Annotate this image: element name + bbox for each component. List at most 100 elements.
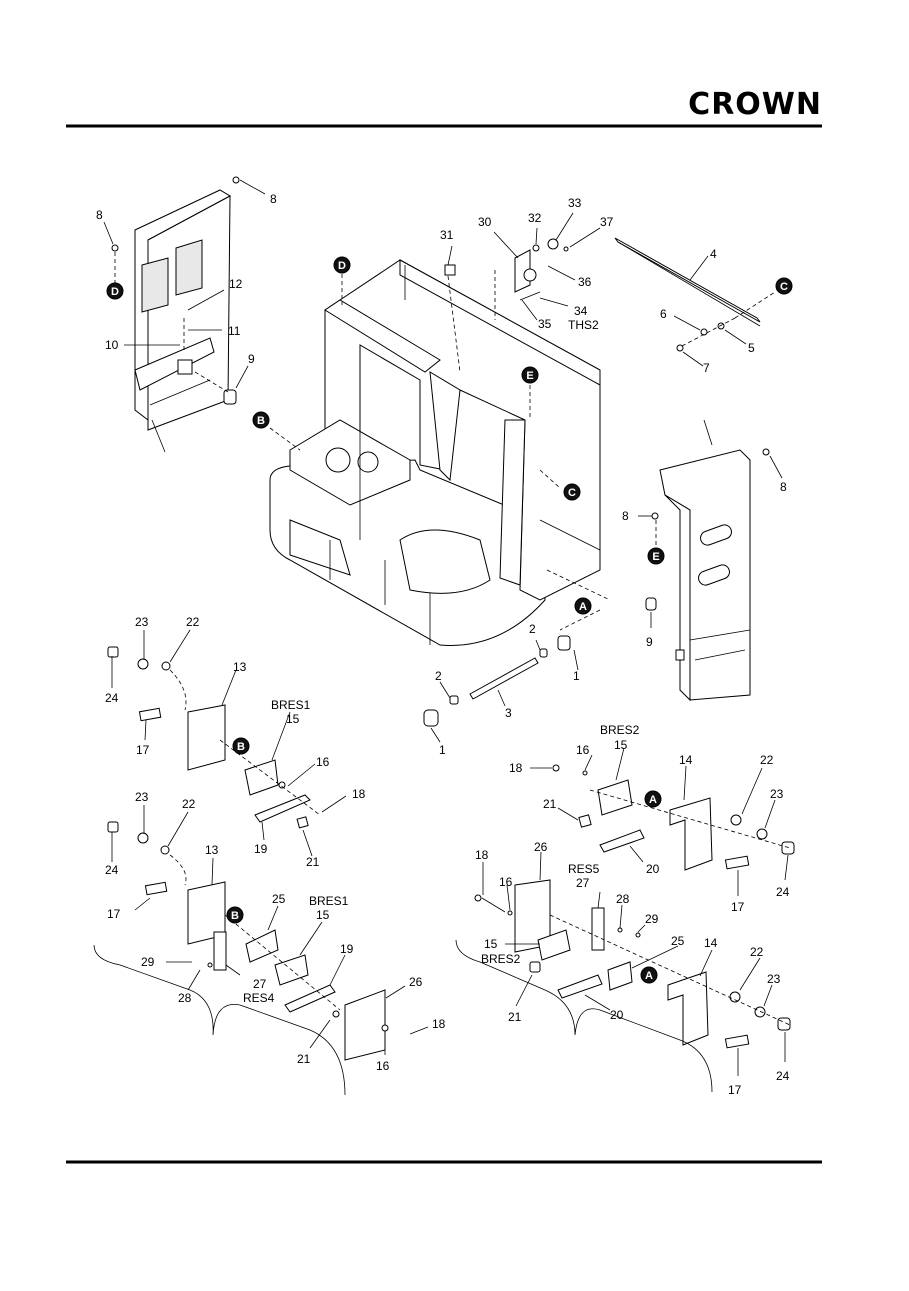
callout-label: 28 — [178, 991, 192, 1005]
callout-label: 19 — [340, 942, 354, 956]
callout-label: 17 — [136, 743, 150, 757]
callout-label: RES4 — [243, 991, 275, 1005]
callout-label: RES5 — [568, 862, 600, 876]
callout-label: BRES1 — [309, 894, 349, 908]
callout-label: 22 — [760, 753, 774, 767]
svg-text:B: B — [257, 415, 265, 427]
callout-label: 20 — [646, 862, 660, 876]
callout-label: 16 — [576, 743, 590, 757]
right-cover-assembly — [638, 419, 783, 702]
callout-label: 26 — [534, 840, 548, 854]
callout-label: 17 — [731, 900, 745, 914]
svg-text:A: A — [579, 601, 587, 613]
callout-label: 28 — [616, 892, 630, 906]
reference-marker: B — [232, 737, 250, 755]
callout-label: 29 — [141, 955, 155, 969]
callout-label: 4 — [710, 247, 717, 261]
callout-label: 17 — [107, 907, 121, 921]
callout-label: 19 — [254, 842, 268, 856]
callout-label: 5 — [748, 341, 755, 355]
svg-text:E: E — [526, 370, 533, 382]
left-brake-sensor-assembly-lower — [93, 805, 429, 1096]
callout-label: 15 — [484, 937, 498, 951]
callout-label: 3 — [505, 706, 512, 720]
callout-label: THS2 — [568, 318, 599, 332]
svg-text:D: D — [338, 260, 346, 272]
callout-label: 18 — [352, 787, 366, 801]
callout-label: 2 — [529, 622, 536, 636]
callout-label: 10 — [105, 338, 119, 352]
callout-label: 23 — [770, 787, 784, 801]
reference-marker: C — [563, 483, 581, 501]
callout-label: 16 — [499, 875, 513, 889]
callout-label: 27 — [253, 977, 267, 991]
callout-label: 6 — [660, 307, 667, 321]
callout-label: 23 — [135, 615, 149, 629]
callout-label: 15 — [614, 738, 628, 752]
callout-label: 15 — [286, 712, 300, 726]
svg-text:A: A — [645, 970, 653, 982]
callout-label: 18 — [475, 848, 489, 862]
callout-label: 13 — [205, 843, 219, 857]
rail-assembly — [614, 237, 776, 367]
svg-text:C: C — [568, 487, 576, 499]
callout-label: 25 — [671, 934, 685, 948]
right-brake-sensor-assembly-lower — [455, 851, 791, 1093]
brand-logo-text: CROWN — [688, 87, 822, 122]
callout-label: 37 — [600, 215, 614, 229]
callout-label: 21 — [543, 797, 557, 811]
callout-label: 14 — [679, 753, 693, 767]
reference-marker: D — [106, 282, 124, 300]
left-cover-assembly — [103, 176, 266, 453]
callout-label: 8 — [270, 192, 277, 206]
callout-label: BRES2 — [481, 952, 521, 966]
right-brake-sensor-assembly-upper — [530, 747, 795, 896]
callout-label: 36 — [578, 275, 592, 289]
callout-label: 7 — [703, 361, 710, 375]
callout-label: 31 — [440, 228, 454, 242]
reference-markers: D D B E C C E A B A B A — [106, 256, 793, 984]
callout-label: 2 — [435, 669, 442, 683]
callout-label: 33 — [568, 196, 582, 210]
callout-label: 18 — [509, 761, 523, 775]
callout-label: 23 — [767, 972, 781, 986]
reference-marker: B — [226, 906, 244, 924]
callout-label: 1 — [573, 669, 580, 683]
callout-label: 35 — [538, 317, 552, 331]
callout-label: 21 — [297, 1052, 311, 1066]
callout-label: 16 — [376, 1059, 390, 1073]
reference-marker: C — [775, 277, 793, 295]
left-brake-sensor-assembly-upper — [107, 629, 347, 857]
callout-label: 14 — [704, 936, 718, 950]
svg-text:C: C — [780, 281, 788, 293]
callout-label: 29 — [645, 912, 659, 926]
reference-marker: D — [333, 256, 351, 274]
callout-label: 18 — [432, 1017, 446, 1031]
reference-marker: A — [574, 597, 592, 615]
callout-label: 15 — [316, 908, 330, 922]
callout-label: 8 — [780, 480, 787, 494]
svg-text:B: B — [237, 741, 245, 753]
reference-marker: B — [252, 411, 270, 429]
callout-label: 24 — [776, 885, 790, 899]
callout-labels: 8 8 12 11 10 9 31 30 32 33 37 36 34 THS2… — [96, 192, 790, 1097]
callout-label: BRES2 — [600, 723, 640, 737]
callout-label: 24 — [105, 863, 119, 877]
svg-text:B: B — [231, 910, 239, 922]
callout-label: 32 — [528, 211, 542, 225]
callout-label: 21 — [306, 855, 320, 869]
callout-label: 1 — [439, 743, 446, 757]
callout-label: 9 — [646, 635, 653, 649]
callout-label: 11 — [228, 324, 241, 338]
reference-marker: E — [647, 547, 665, 565]
top-bracket-assembly — [493, 212, 601, 321]
svg-text:E: E — [652, 551, 659, 563]
svg-text:D: D — [111, 286, 119, 298]
callout-label: 34 — [574, 304, 588, 318]
callout-label: 27 — [576, 876, 590, 890]
callout-label: 22 — [750, 945, 764, 959]
callout-label: 20 — [610, 1008, 624, 1022]
callout-label: 21 — [508, 1010, 522, 1024]
